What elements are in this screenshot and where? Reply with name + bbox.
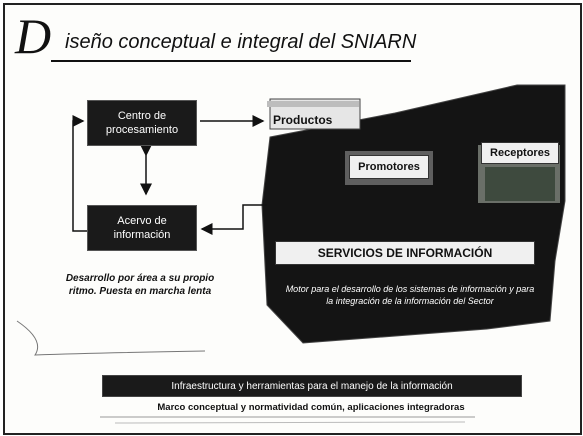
node-productos: Productos (273, 113, 333, 127)
node-receptores: Receptores (481, 142, 559, 164)
node-centro-label: Centro de procesamiento (105, 110, 179, 136)
node-promotores-label: Promotores (358, 161, 420, 173)
node-receptores-label: Receptores (490, 147, 550, 159)
title-initial: D (15, 8, 52, 64)
bar-marco-label: Marco conceptual y normatividad común, a… (157, 401, 465, 413)
note-motor: Motor para el desarrollo de los sistemas… (285, 284, 535, 306)
slide: D iseño conceptual e integral del SNIARN… (3, 3, 582, 435)
decorative-stroke (16, 320, 206, 356)
receptores-panel-shade (485, 167, 555, 201)
arrow-loop (72, 115, 91, 232)
productos-panel-strip (267, 101, 359, 107)
node-servicios-label: SERVICIOS DE INFORMACIÓN (317, 246, 493, 260)
arrow-servicios-acervo (200, 204, 267, 235)
node-centro-procesamiento: Centro de procesamiento (87, 100, 197, 146)
node-acervo-informacion: Acervo de información (87, 205, 197, 251)
bar-marco: Marco conceptual y normatividad común, a… (102, 398, 520, 416)
note-desarrollo: Desarrollo por área a su propio ritmo. P… (65, 273, 215, 297)
bar-infraestructura: Infraestructura y herramientas para el m… (102, 375, 522, 397)
node-promotores: Promotores (349, 155, 429, 179)
bar-infraestructura-label: Infraestructura y herramientas para el m… (171, 380, 453, 392)
node-servicios-informacion: SERVICIOS DE INFORMACIÓN (275, 241, 535, 265)
title-text: iseño conceptual e integral del SNIARN (65, 31, 417, 53)
bottom-scribble (114, 421, 466, 424)
title-underline (51, 60, 411, 62)
node-acervo-label: Acervo de información (113, 215, 171, 241)
